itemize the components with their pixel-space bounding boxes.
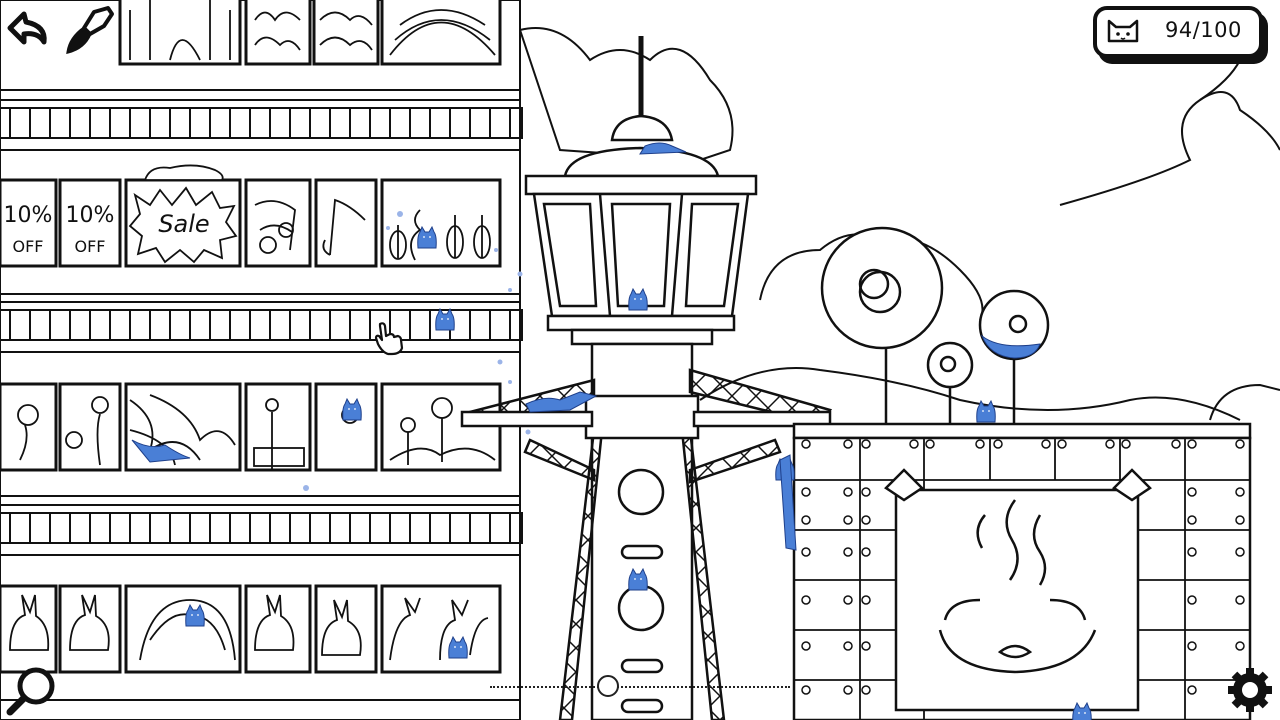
scroll-track[interactable] [490, 686, 790, 690]
rooftop-trees [820, 226, 1050, 424]
settings-button[interactable] [1224, 664, 1276, 716]
found-cats-tower [525, 142, 687, 591]
tower [460, 36, 833, 720]
found-cats-roof [775, 334, 1092, 720]
bolts [801, 439, 1245, 695]
shop-building: 10% OFF 10% OFF Sale [0, 0, 523, 720]
paintbrush-icon [66, 6, 114, 54]
sign-off-1: OFF [13, 237, 44, 256]
sleeping-cat [143, 164, 224, 181]
counter-panel [1093, 6, 1263, 58]
paintbrush-button[interactable] [60, 4, 116, 58]
magnifier-icon [6, 667, 55, 716]
sign-sale: Sale [158, 210, 209, 238]
sparkles [303, 211, 531, 491]
counter-text: 94/100 [1165, 18, 1242, 42]
sign-discount-2: 10% [66, 203, 115, 228]
pointer-hand-icon [370, 318, 408, 356]
cat-face-icon [1107, 19, 1139, 43]
found-cats-building [131, 226, 468, 659]
roof-building [792, 422, 1252, 720]
sign-discount-1: 10% [4, 203, 53, 228]
zoom-button[interactable] [4, 664, 60, 718]
cats-found-counter: 94/100 [1093, 6, 1269, 64]
scroll-slider-thumb[interactable] [597, 675, 619, 697]
undo-arrow-icon [7, 11, 47, 45]
sign-off-2: OFF [75, 237, 106, 256]
back-button[interactable] [4, 6, 56, 56]
gear-icon [1228, 668, 1272, 712]
